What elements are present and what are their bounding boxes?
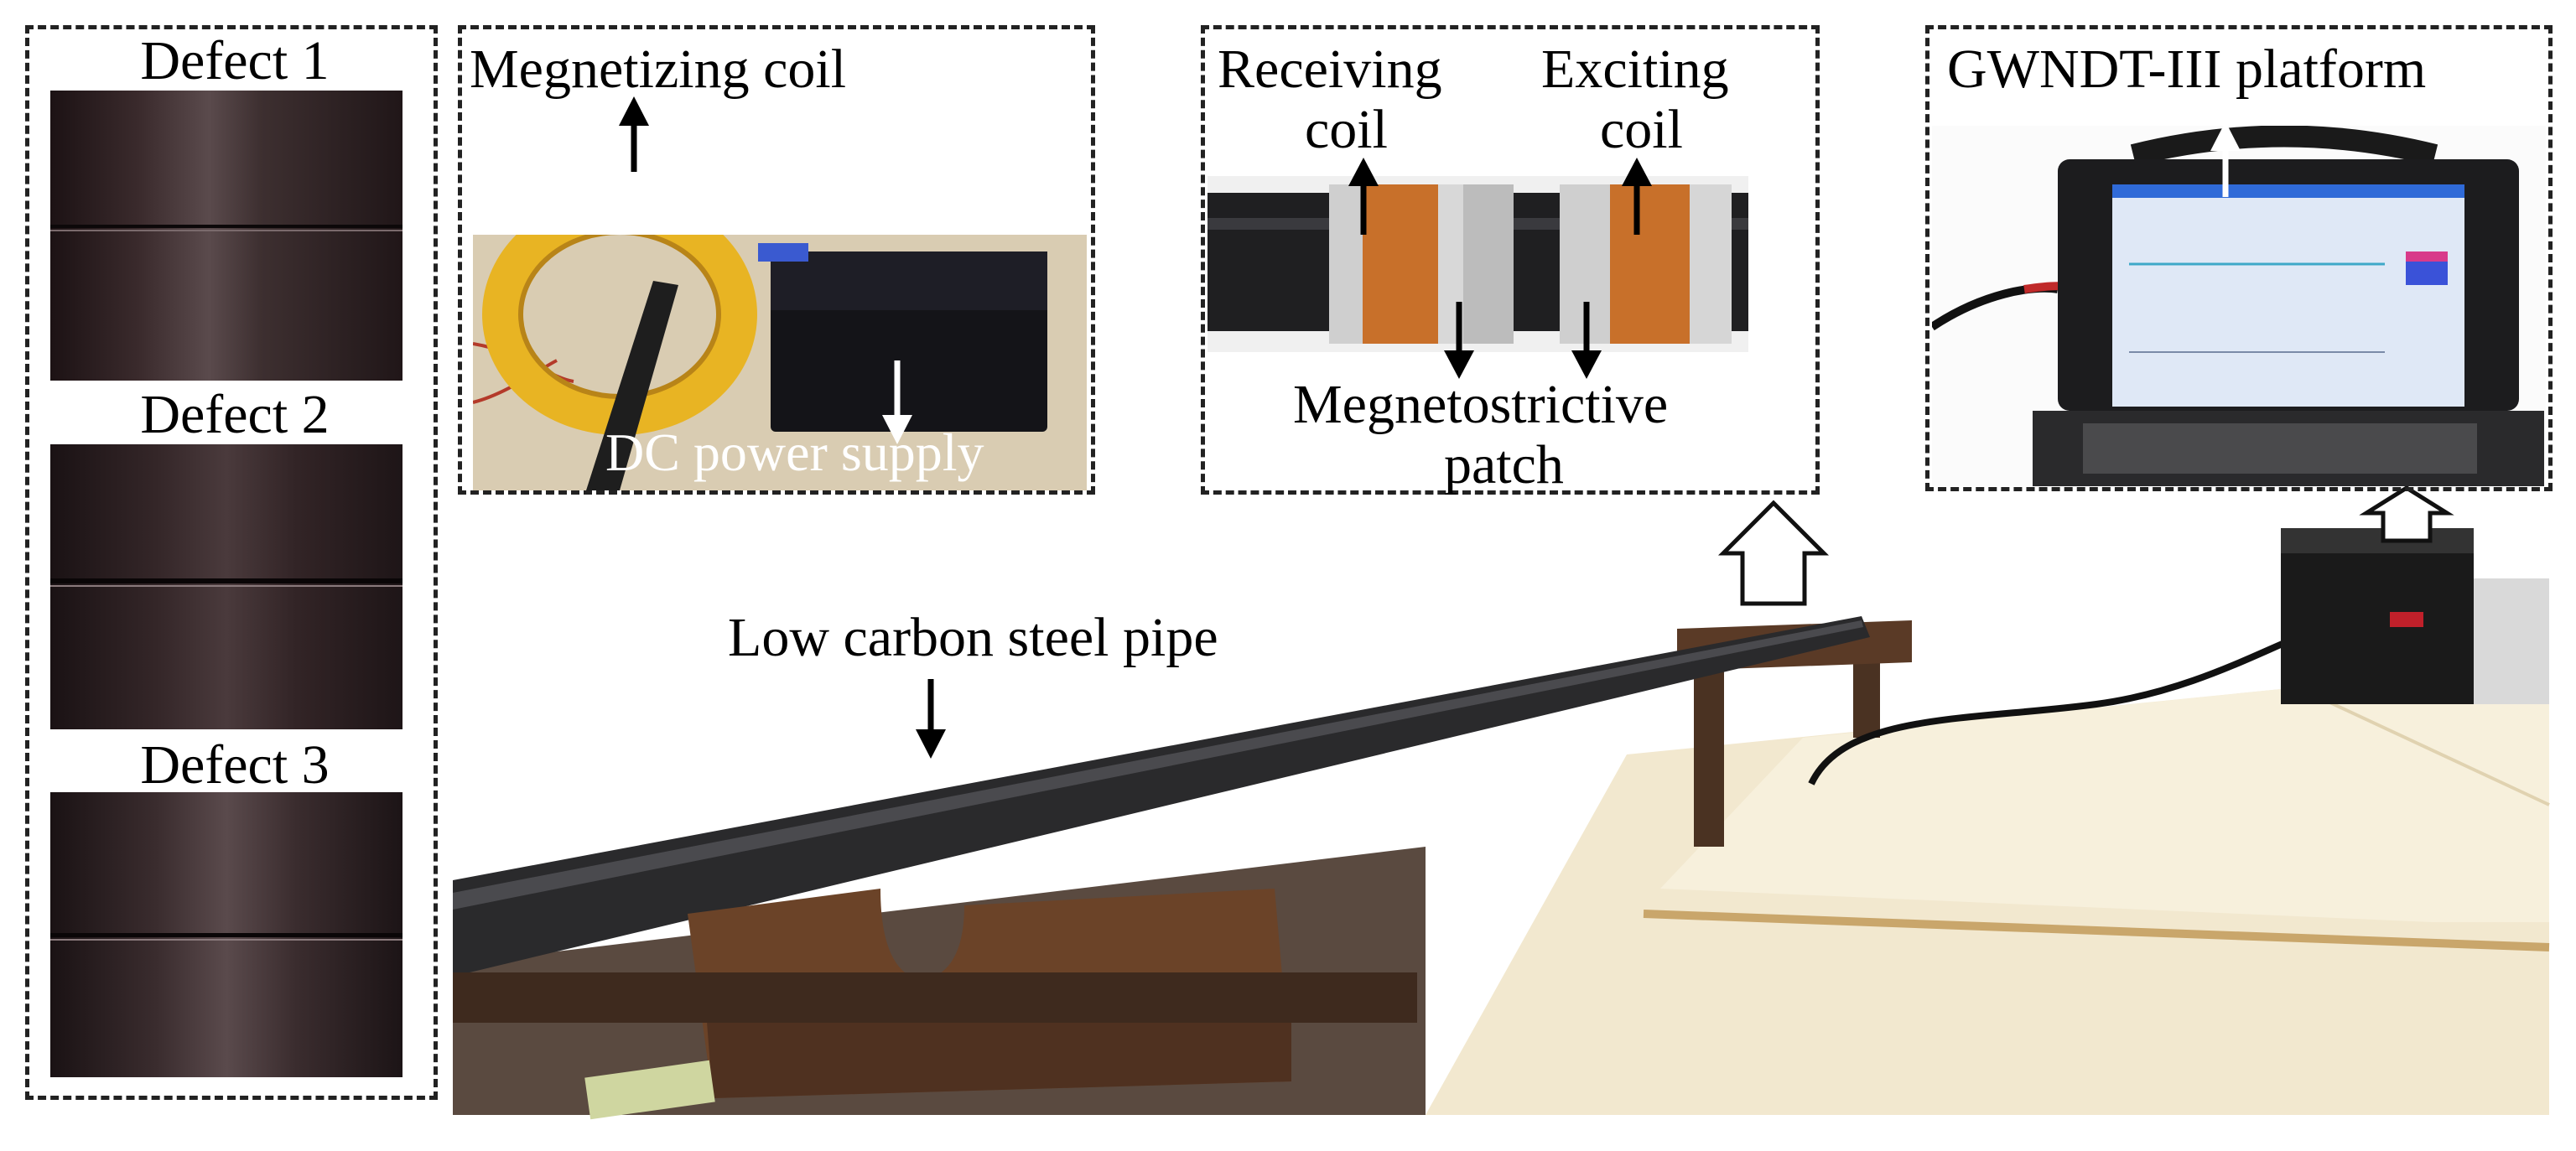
exciting-coil-label-line2: coil <box>1600 99 1683 160</box>
table-light <box>1660 687 2549 922</box>
steel-pipe-highlight <box>453 620 1863 910</box>
exciting-coil-body <box>1610 184 1690 344</box>
instrument-box-top <box>2281 528 2474 553</box>
ring-3 <box>1463 184 1514 344</box>
screen-titlebar <box>2112 184 2464 198</box>
defect-3-label: Defect 3 <box>140 734 330 796</box>
platform-photo <box>1932 126 2546 486</box>
ring-5 <box>1690 184 1732 344</box>
defect-2-seam <box>50 585 402 587</box>
sensor-panel <box>1201 25 1820 495</box>
ring-2 <box>1438 184 1463 344</box>
defect-1-seam <box>50 230 402 231</box>
laptop-screen <box>2112 184 2464 407</box>
receiving-coil-body <box>1363 184 1438 344</box>
receiving-coil-label-line1: Receiving <box>1218 39 1442 100</box>
hollow-up-arrow-icon <box>2359 485 2454 543</box>
defect-3-notch <box>50 933 402 937</box>
laptop-cable <box>1932 283 2059 331</box>
defect-2-label: Defect 2 <box>140 384 330 445</box>
defect-3-seam <box>50 939 402 941</box>
side-box <box>2474 578 2549 704</box>
dc-power-supply-label: DC power supply <box>605 423 984 482</box>
defect-1-photo <box>50 91 402 381</box>
keyboard <box>2083 423 2477 474</box>
platform-panel <box>1925 25 2553 491</box>
wooden-base <box>453 972 1417 1023</box>
sensor-photo <box>1208 176 1748 352</box>
power-supply-top <box>771 251 1047 310</box>
pipe-label: Low carbon steel pipe <box>728 607 1218 668</box>
hollow-up-arrow-icon <box>1717 500 1830 606</box>
defect-2-photo <box>50 444 402 729</box>
defect-1-notch <box>50 225 402 228</box>
defect-panel <box>25 25 438 1100</box>
power-connector <box>758 243 808 262</box>
down-arrow-icon <box>916 729 946 759</box>
defect-2-notch <box>50 578 402 583</box>
screen-colorbar-2 <box>2406 251 2448 262</box>
paper-note <box>584 1060 715 1120</box>
table-edge <box>1643 910 2550 951</box>
patch-label-line2: patch <box>1444 434 1564 495</box>
probe-rod <box>586 281 678 490</box>
patch-label-line1: Megnetostrictive <box>1293 374 1669 435</box>
laptop-handle <box>2130 126 2438 166</box>
exciting-coil-label-line1: Exciting <box>1541 39 1729 100</box>
magnetizing-coil-label: Megnetizing coil <box>470 39 847 100</box>
defect-1-label: Defect 1 <box>140 30 330 91</box>
ring-1 <box>1329 184 1363 344</box>
magnetizing-panel <box>458 25 1095 495</box>
steel-pipe <box>453 616 1870 972</box>
instrument-box <box>2281 537 2474 704</box>
receiving-coil-label-line2: coil <box>1305 99 1388 160</box>
instrument-handle <box>2390 612 2423 627</box>
defect-3-photo <box>50 792 402 1077</box>
ring-4 <box>1560 184 1610 344</box>
magnetizing-photo <box>473 235 1087 490</box>
table-seam <box>2297 686 2550 806</box>
platform-label: GWNDT-III platform <box>1947 39 2427 100</box>
